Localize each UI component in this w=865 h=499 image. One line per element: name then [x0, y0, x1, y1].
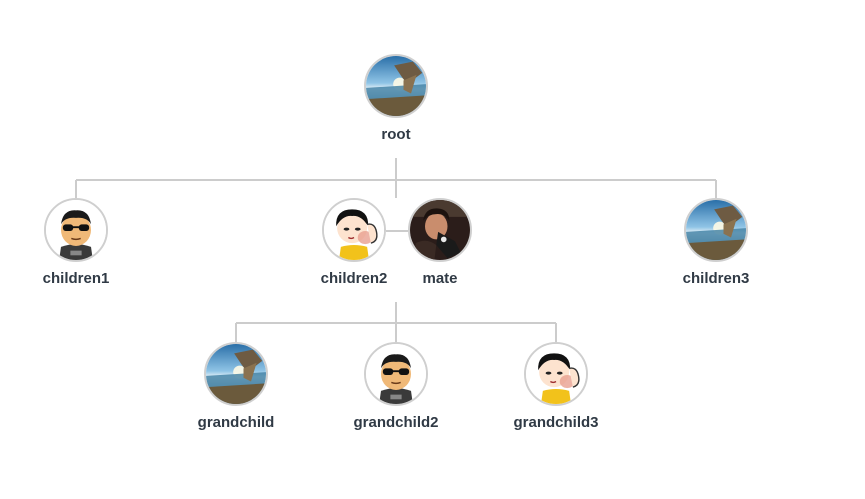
grandchild2-avatar[interactable] — [364, 342, 428, 406]
node-children2[interactable]: children2 — [294, 198, 414, 287]
node-label-root: root — [381, 126, 411, 143]
node-label-children1: children1 — [42, 270, 110, 287]
node-label-children3: children3 — [682, 270, 750, 287]
children1-avatar[interactable] — [44, 198, 108, 262]
landscape-photo-icon — [686, 200, 746, 260]
node-grandchild2[interactable]: grandchild2 — [336, 342, 456, 431]
node-children1[interactable]: children1 — [16, 198, 136, 287]
waving-girl-cartoon-icon — [324, 200, 384, 260]
sunglasses-cartoon-icon — [366, 344, 426, 404]
grandchild-avatar[interactable] — [204, 342, 268, 406]
mate-avatar[interactable] — [408, 198, 472, 262]
node-label-grandchild: grandchild — [197, 414, 275, 431]
node-mate[interactable]: mate — [380, 198, 500, 287]
children3-avatar[interactable] — [684, 198, 748, 262]
node-grandchild[interactable]: grandchild — [176, 342, 296, 431]
root-avatar[interactable] — [364, 54, 428, 118]
waving-girl-cartoon-icon — [526, 344, 586, 404]
grandchild3-avatar[interactable] — [524, 342, 588, 406]
node-label-children2: children2 — [320, 270, 388, 287]
person-photo-icon — [410, 200, 470, 260]
node-root[interactable]: root — [336, 54, 456, 143]
children2-avatar[interactable] — [322, 198, 386, 262]
landscape-photo-icon — [366, 56, 426, 116]
node-label-grandchild3: grandchild3 — [513, 414, 599, 431]
node-children3[interactable]: children3 — [656, 198, 776, 287]
node-label-mate: mate — [422, 270, 458, 287]
node-label-grandchild2: grandchild2 — [353, 414, 439, 431]
landscape-photo-icon — [206, 344, 266, 404]
sunglasses-cartoon-icon — [46, 200, 106, 260]
node-grandchild3[interactable]: grandchild3 — [496, 342, 616, 431]
